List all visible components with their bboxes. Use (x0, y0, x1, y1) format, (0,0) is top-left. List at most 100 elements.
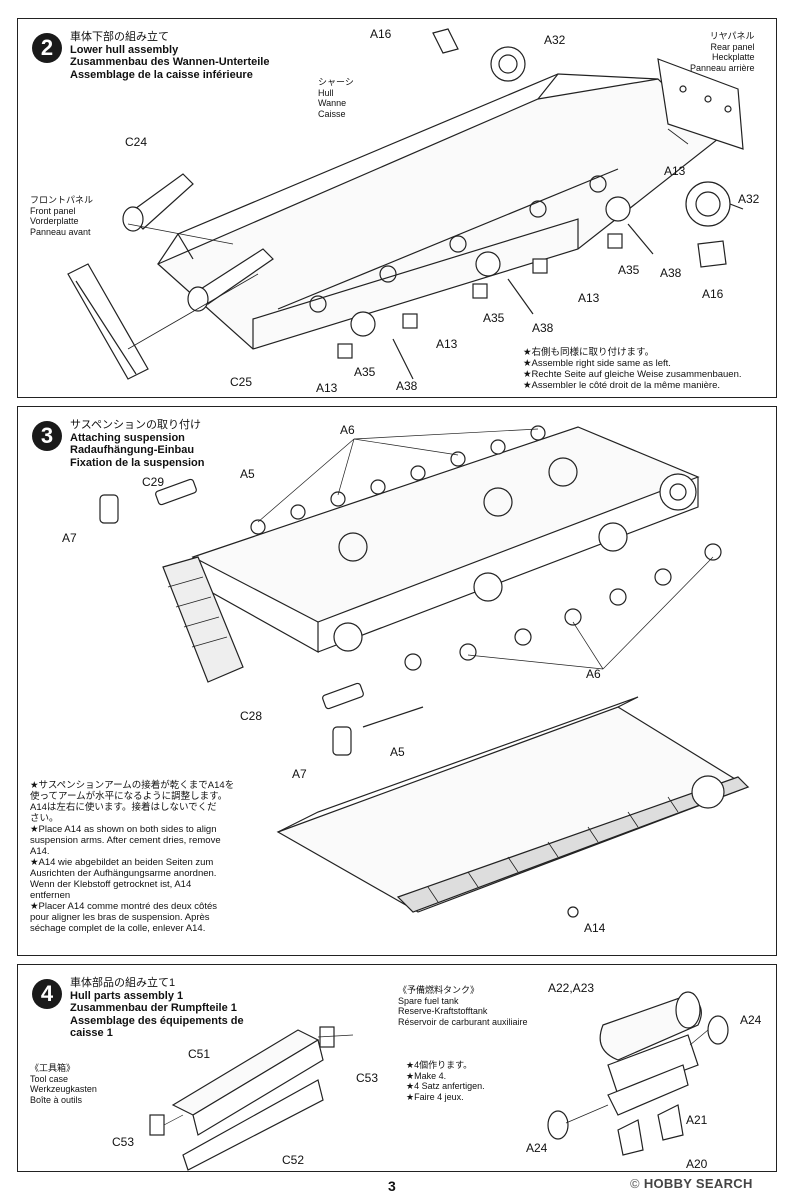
note-line: さい。 (30, 813, 59, 824)
fuel-tank-de: Reserve-Kraftstofftank (398, 1006, 488, 1016)
step2-title: 車体下部の組み立て Lower hull assembly Zusammenba… (70, 31, 269, 81)
note-line: 使ってアームが水平になるように調整します。 (30, 791, 228, 802)
fuel-tank-fr: Réservoir de carburant auxiliaire (398, 1016, 528, 1027)
part-label-a7: A7 (62, 531, 77, 545)
rear-panel-jp: リヤパネル (709, 31, 755, 41)
tool-case-fr: Boîte à outils (30, 1094, 83, 1105)
step3-title-de: Radaufhängung-Einbau (70, 444, 195, 456)
part-label-a6: A6 (340, 423, 355, 437)
part-label-a35: A35 (483, 311, 505, 325)
step3-title-en: Attaching suspension (70, 431, 185, 444)
part-label-a21: A21 (686, 1113, 708, 1127)
step2-badge: 2 (32, 33, 62, 63)
note-line: ★Place A14 as shown on both sides to ali… (30, 824, 217, 835)
watermark-symbol: © (630, 1176, 640, 1191)
fuel-tank-jp: 《予備燃料タンク》 (398, 985, 480, 995)
note-line: séchage complet de la colle, enlever A14… (30, 923, 206, 934)
part-label-a35: A35 (354, 365, 376, 379)
step4-drawing (149, 991, 729, 1171)
step2-panel: 2 車体下部の組み立て Lower hull assembly Zusammen… (17, 18, 777, 398)
part-label-a22-a23: A22,A23 (548, 981, 595, 995)
step3-title: サスペンションの取り付け Attaching suspension Radauf… (70, 419, 204, 469)
part-label-a6: A6 (586, 667, 601, 681)
step3-notes: ★サスペンションアームの接着が乾くまでA14を 使ってアームが水平になるように調… (30, 780, 234, 934)
tool-case-label: 《工具箱》 Tool case Werkzeugkasten Boîte à o… (30, 1063, 97, 1105)
step2-hull-drawing (67, 28, 744, 380)
step4-title: 車体部品の組み立て1 Hull parts assembly 1 Zusamme… (70, 977, 244, 1040)
make4-en: ★Make 4. (406, 1070, 447, 1081)
part-label-a38: A38 (396, 379, 418, 393)
part-label-a20: A20 (686, 1157, 708, 1171)
part-label-a16: A16 (370, 27, 392, 41)
note-line: Wenn der Klebstoff getrocknet ist, A14 (30, 879, 192, 890)
note-line: ★サスペンションアームの接着が乾くまでA14を (30, 780, 235, 791)
rear-panel-en: Rear panel (710, 41, 755, 52)
part-label-a24: A24 (740, 1013, 762, 1027)
page-number: 3 (388, 1178, 396, 1194)
fuel-tank-label: 《予備燃料タンク》 Spare fuel tank Reserve-Krafts… (398, 985, 528, 1027)
front-panel-en: Front panel (30, 205, 76, 216)
make4-jp: ★4個作ります。 (406, 1060, 473, 1070)
watermark-brand: HOBBY SEARCH (643, 1176, 753, 1191)
rear-panel-label: リヤパネル Rear panel Heckplatte Panneau arri… (690, 31, 755, 73)
part-label-c51: C51 (188, 1047, 211, 1061)
step3-badge: 3 (32, 421, 62, 451)
step4-panel: 4 車体部品の組み立て1 Hull parts assembly 1 Zusam… (17, 964, 777, 1172)
chassis-jp: シャーシ (318, 77, 354, 87)
part-label-c28: C28 (240, 709, 263, 723)
step2-notes: ★右側も同様に取り付けます。 ★Assemble right side same… (523, 347, 742, 391)
step4-title-fr2: caisse 1 (70, 1027, 113, 1039)
step4-title-de: Zusammenbau der Rumpfteile 1 (70, 1002, 237, 1014)
step4-badge: 4 (32, 979, 62, 1009)
note-line: entfernen (30, 890, 71, 901)
part-label-a13: A13 (664, 164, 686, 178)
part-label-a5: A5 (240, 467, 255, 481)
part-label-a13: A13 (578, 291, 600, 305)
step4-title-en: Hull parts assembly 1 (70, 989, 184, 1002)
note-line: ★Assembler le côté droit de la même mani… (523, 380, 721, 391)
part-label-a13: A13 (316, 381, 338, 395)
note-line: pour aligner les bras de suspension. Apr… (30, 912, 210, 923)
note-line: A14. (30, 846, 50, 857)
chassis-fr: Caisse (318, 108, 346, 119)
note-line: suspension arms. After cement dries, rem… (30, 835, 221, 846)
step3-title-jp: サスペンションの取り付け (70, 419, 202, 431)
step3-panel: 3 サスペンションの取り付け Attaching suspension Rada… (17, 406, 777, 956)
part-label-c53: C53 (356, 1071, 379, 1085)
front-panel-label: フロントパネル Front panel Vorderplatte Panneau… (30, 195, 93, 237)
watermark: © HOBBY SEARCH (630, 1176, 753, 1191)
part-label-a38: A38 (660, 266, 682, 280)
note-line: ★右側も同様に取り付けます。 (523, 347, 655, 358)
part-label-a35: A35 (618, 263, 640, 277)
part-label-a32: A32 (738, 192, 760, 206)
step4-title-fr: Assemblage des équipements de (70, 1014, 244, 1027)
make4-de: ★4 Satz anfertigen. (406, 1081, 485, 1091)
part-label-c24: C24 (125, 135, 148, 149)
part-label-a5: A5 (390, 745, 405, 759)
fuel-tank-en: Spare fuel tank (398, 995, 459, 1006)
part-label-a16: A16 (702, 287, 724, 301)
part-label-a13: A13 (436, 337, 458, 351)
note-line: ★A14 wie abgebildet an beiden Seiten zum (30, 857, 214, 868)
part-label-c25: C25 (230, 375, 253, 389)
step2-title-fr: Assemblage de la caisse inférieure (70, 68, 253, 81)
step2-title-jp: 車体下部の組み立て (70, 31, 169, 43)
tool-case-en: Tool case (30, 1073, 69, 1084)
front-panel-jp: フロントパネル (30, 195, 94, 205)
chassis-label: シャーシ Hull Wanne Caisse (318, 77, 354, 119)
chassis-de: Wanne (318, 98, 347, 108)
part-label-c53: C53 (112, 1135, 135, 1149)
part-label-c29: C29 (142, 475, 165, 489)
make4-fr: ★Faire 4 jeux. (406, 1091, 464, 1102)
note-line: ★Placer A14 comme montré des deux côtés (30, 901, 217, 912)
note-line: ★Assemble right side same as left. (523, 358, 671, 369)
part-label-a32: A32 (544, 33, 566, 47)
front-panel-fr: Panneau avant (30, 226, 91, 237)
note-line: A14は左右に使います。接着はしないでくだ (30, 802, 217, 813)
step3-title-fr: Fixation de la suspension (70, 456, 205, 469)
front-panel-de: Vorderplatte (30, 216, 79, 226)
part-label-a14: A14 (584, 921, 606, 935)
make4-note: ★4個作ります。 ★Make 4. ★4 Satz anfertigen. ★F… (406, 1060, 485, 1102)
tool-case-jp: 《工具箱》 (30, 1063, 76, 1073)
step2-title-en: Lower hull assembly (70, 43, 179, 56)
